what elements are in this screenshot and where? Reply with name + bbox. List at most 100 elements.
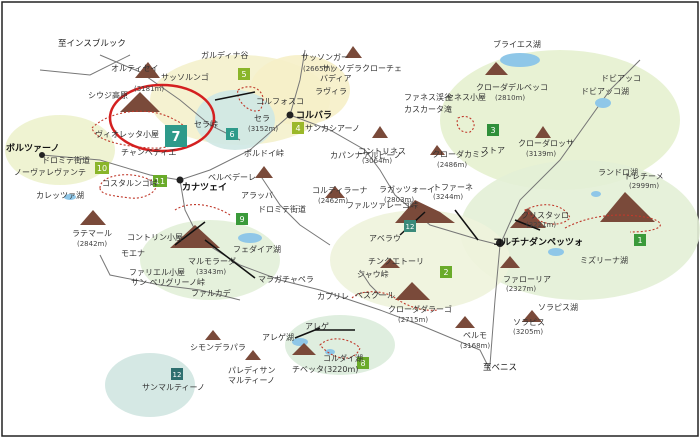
zone-badge-11[interactable]: 11: [153, 175, 167, 187]
label-san-martino: サンマルティーノ: [142, 383, 205, 392]
zone-badges: 7 5 6 4 3 10 11 9: [95, 68, 646, 380]
label-lagazuoi-alt: (2803m): [384, 196, 414, 204]
label-sella-alt: (3152m): [248, 125, 278, 133]
label-croda-camin-alt: (2486m): [437, 161, 467, 169]
road-network: [39, 49, 641, 371]
label-belvedere: ベルベデーレ: [208, 172, 256, 182]
label-fanes-valley: ファネス渓谷: [404, 92, 452, 102]
label-sassdelacroce: サッソデラクローチェ: [322, 63, 402, 73]
svg-text:7: 7: [171, 130, 180, 145]
label-giau-pass: ジャウ峠: [357, 269, 389, 279]
label-contrin-hut: コントリン小屋: [127, 233, 183, 242]
label-dolomite-road-w: ドロミテ街道: [42, 155, 90, 165]
label-cristallo-alt: (3221m): [526, 221, 556, 229]
label-vielleta-hut: ヴィオレッタ小屋: [95, 129, 159, 139]
label-malga-ciapela: マラガチャペラ: [258, 274, 314, 284]
zone-badge-12a[interactable]: 12: [404, 220, 416, 232]
label-dolomite-road-c: ドロミテ街道: [258, 204, 306, 214]
label-croda-rossa-alt: (3139m): [526, 150, 556, 158]
label-faloria-alt: (2327m): [506, 285, 536, 293]
label-marmolada-alt: (3343m): [196, 268, 226, 276]
label-sorapis-alt: (3205m): [513, 328, 543, 336]
label-sorapis: ソラピス: [513, 318, 545, 327]
label-civetta: チベッタ(3220m): [292, 365, 358, 374]
label-sassolungo: サッソルンゴ: [161, 72, 209, 82]
zone-badge-9[interactable]: 9: [236, 213, 248, 225]
label-pala-a: パレディサン: [228, 365, 275, 375]
town-bolzano: ボルツァーノ: [6, 142, 59, 154]
svg-text:11: 11: [155, 177, 165, 186]
label-badia: バディア: [320, 73, 351, 83]
label-conturines: コントリネス: [358, 147, 406, 156]
label-caprile: カプリレ: [317, 292, 349, 301]
direction-innsbruck: 至インスブルック: [58, 38, 126, 49]
zone-badge-7[interactable]: 7: [165, 125, 187, 147]
label-pelmo: ペルモ: [463, 331, 487, 340]
zone-badge-6[interactable]: 6: [226, 128, 238, 140]
label-braies-lake: ブライエス湖: [493, 39, 541, 49]
map-labels: 至インスブルック 至ベニス ボルツァーノ コルバラ カナツェイ コルチナダンペッ…: [6, 38, 664, 392]
label-cristallo: クリスタッロ: [521, 211, 569, 220]
label-col-di-lana: コルディラーナ: [312, 185, 367, 195]
label-coldai-lake: コルダイ湖: [323, 353, 363, 363]
label-san-cassiano: サンカシアーノ: [305, 124, 360, 133]
label-pelmo-alt: (3168m): [460, 342, 490, 350]
zone-badge-8[interactable]: 8: [357, 357, 369, 369]
highlight-circle: [108, 83, 216, 153]
label-croda-rossa-w-alt: (2810m): [495, 94, 525, 102]
zone-badge-10[interactable]: 10: [95, 162, 109, 174]
svg-text:12: 12: [173, 371, 182, 379]
zone-badge-1[interactable]: 1: [634, 234, 646, 246]
label-sorapis-lake: ソラピス湖: [538, 303, 578, 312]
lakes: [64, 53, 611, 355]
label-marmolada: マルモラーダ: [188, 256, 236, 266]
town-markers: [39, 111, 504, 247]
zone-badge-5[interactable]: 5: [238, 68, 250, 80]
label-nova-levante: ノーヴァレヴァンテ: [14, 167, 86, 177]
svg-text:3: 3: [490, 126, 495, 135]
label-pala-b: マルティーノ: [228, 376, 275, 385]
label-falliermel-hut: ファリエル小屋: [129, 268, 185, 277]
label-ortisei: オルティセイ: [111, 64, 159, 73]
zone-badge-12b[interactable]: 12: [171, 368, 183, 380]
label-latemar: ラテマール: [72, 229, 112, 238]
label-costalunga-pass: コスタルンゴ峠: [102, 178, 158, 188]
town-cortina: コルチナダンペッツォ: [493, 236, 583, 248]
label-landro-lake: ランドロ湖: [598, 168, 638, 177]
label-sella: セラ: [254, 114, 270, 123]
label-latemar-alt: (2842m): [77, 240, 107, 248]
label-pescul: ペスクール: [355, 291, 395, 300]
label-san-pellegrino: サン ペリグリーノ峠: [131, 277, 205, 287]
label-tofane-alt: (3244m): [433, 193, 463, 201]
label-seiser-alm: シウジ高原: [88, 90, 128, 100]
label-conturines-alt: (3064m): [362, 157, 392, 165]
label-cimon-pala: シモンデラパラ: [190, 342, 246, 352]
label-fedaia-lake: フェダイア湖: [233, 244, 281, 254]
zone-badge-2[interactable]: 2: [440, 266, 452, 278]
label-croda-da-lago: クローダダラーゴ: [388, 304, 452, 314]
label-alleghe-lake: アレゲ湖: [262, 332, 294, 342]
label-croda-rossa: クローダロッサ: [518, 138, 574, 148]
svg-text:6: 6: [229, 130, 234, 139]
label-ospitale: ストア: [481, 146, 505, 155]
svg-text:4: 4: [295, 124, 300, 133]
svg-text:5: 5: [241, 70, 246, 79]
svg-text:8: 8: [360, 359, 365, 368]
label-la-villa: ラヴィラ: [315, 86, 347, 96]
svg-text:2: 2: [443, 268, 448, 277]
label-lagazuoi: ラガッツォーイ: [379, 184, 435, 194]
label-averau: アベラウ: [369, 234, 401, 243]
label-carezza-lake: カレッツァ湖: [36, 191, 84, 200]
label-col-di-lana-alt: (2462m): [318, 197, 348, 205]
zone-badge-4[interactable]: 4: [292, 122, 304, 134]
svg-text:9: 9: [239, 215, 244, 224]
label-falzarego: ファルツァレーゴ峠: [346, 200, 418, 210]
label-tre-cime-alt: (2999m): [629, 182, 659, 190]
label-falcade: ファルカデ: [191, 288, 231, 298]
zone-badge-3[interactable]: 3: [487, 124, 499, 136]
direction-venice: 至ベニス: [483, 363, 517, 373]
label-sella-pass: セラ峠: [194, 119, 218, 129]
hiking-trails: [91, 86, 661, 359]
town-canazei: カナツェイ: [182, 182, 227, 193]
